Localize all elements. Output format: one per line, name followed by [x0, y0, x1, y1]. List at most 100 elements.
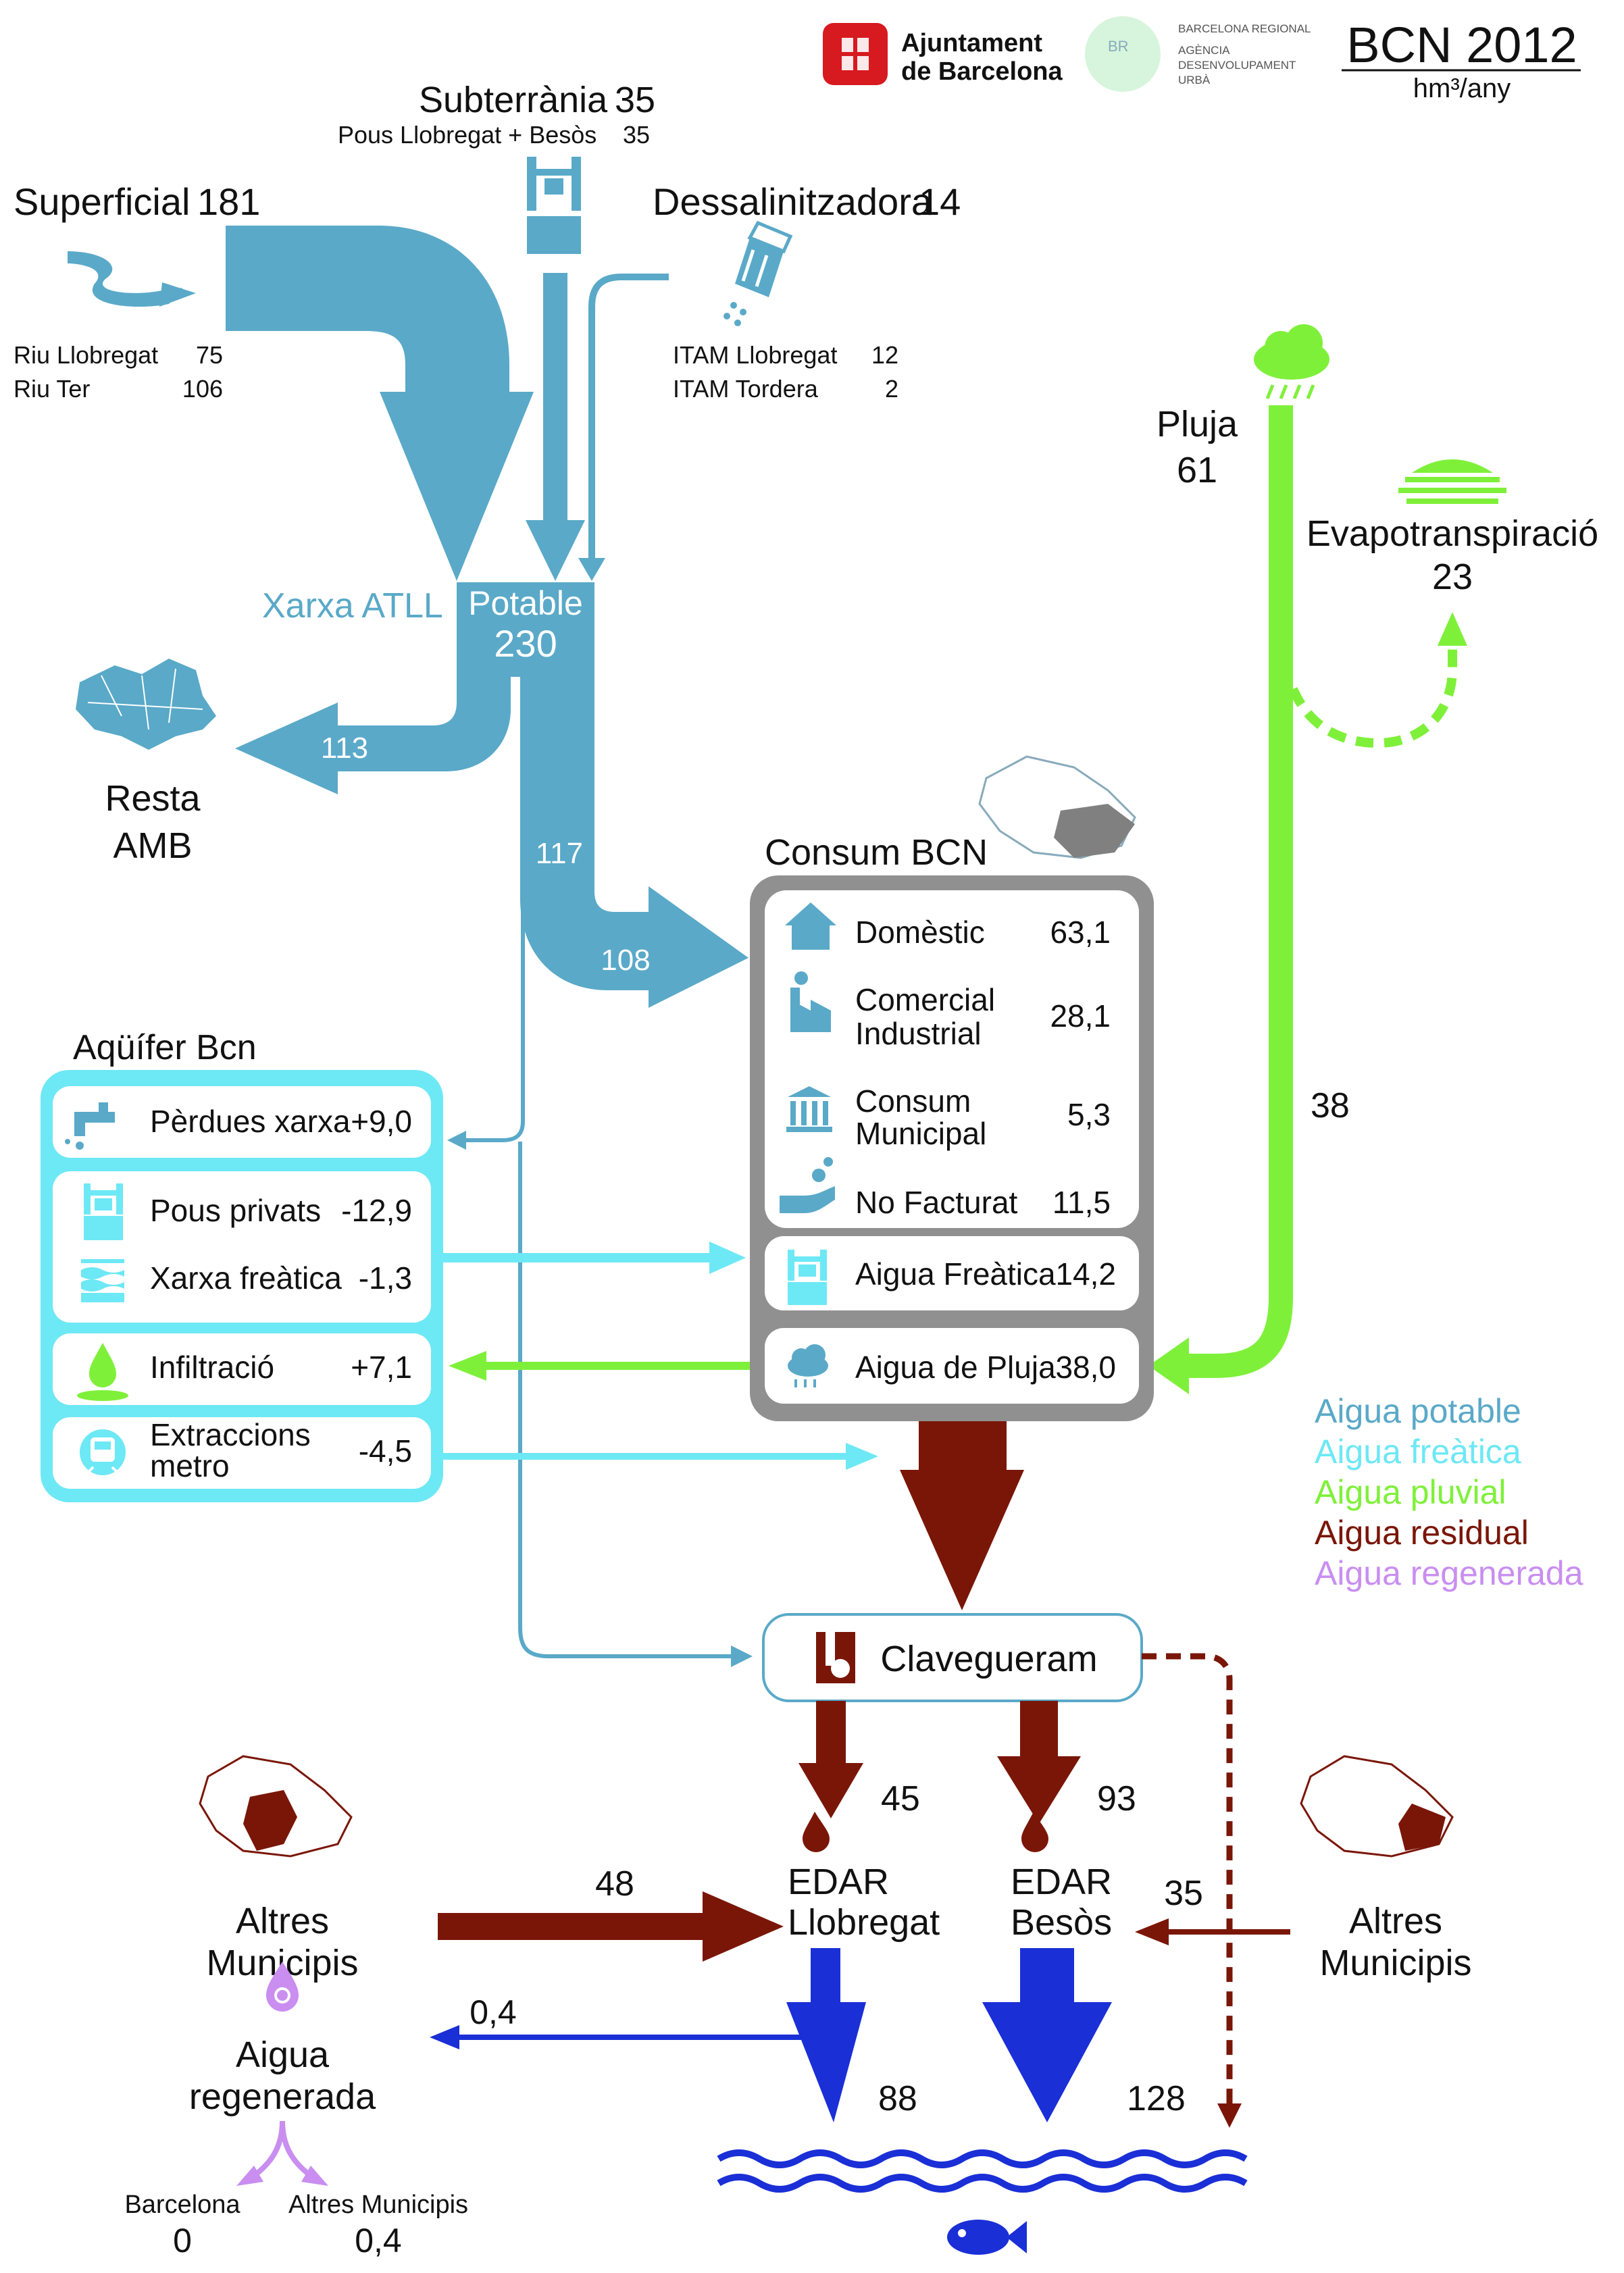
metro-line1: Extraccions [150, 1417, 311, 1452]
edar-llobregat-line1: EDAR [788, 1862, 889, 1902]
sewer-icon [816, 1632, 855, 1683]
comercial-line2: Industrial [855, 1016, 982, 1051]
resta-amb-map-icon [76, 659, 216, 750]
evapotranspiration-icon [1398, 459, 1506, 504]
flow-sewer-to-besos [997, 1701, 1081, 1824]
riu-llobregat-value: 75 [196, 341, 223, 369]
altres-right-value: 35 [1164, 1874, 1203, 1913]
sewer-to-llobregat-value: 45 [881, 1779, 920, 1818]
br-line3: DESENVOLUPAMENT [1178, 59, 1296, 72]
pous-label: Pous Llobregat + Besòs [338, 121, 597, 149]
regen-barcelona-label: Barcelona [124, 2191, 240, 2219]
consum-input-value: 108 [601, 944, 650, 977]
regenerada-line1: Aigua [236, 2035, 330, 2075]
consum-pluja-label: Aigua de Pluja [855, 1350, 1056, 1385]
flow-sewer-overflow [1142, 1653, 1233, 2108]
consum-pluja-panel [765, 1328, 1139, 1404]
consum-bcn-map-icon [978, 755, 1136, 859]
hand-water-icon [780, 1157, 835, 1213]
pous-privats-label: Pous privats [150, 1193, 321, 1228]
altres-right-line2: Municipis [1319, 1943, 1471, 1983]
itam-tordera-label: ITAM Tordera [673, 375, 819, 403]
pluja-label: Pluja [1157, 404, 1238, 444]
fish-icon [947, 2220, 1027, 2255]
regenerated-water-icon [266, 1962, 299, 2012]
altres-left-map-icon [199, 1755, 353, 1858]
rain-cloud-small-icon [788, 1344, 828, 1387]
regen-altres-value: 0,4 [355, 2222, 402, 2259]
flow-bcn [520, 677, 748, 1008]
evapotranspiracio-value: 23 [1432, 557, 1473, 597]
flow-superficial [226, 226, 534, 581]
edar-besos-line2: Besòs [1011, 1902, 1112, 1943]
municipal-value: 5,3 [1067, 1097, 1111, 1132]
nofacturat-label: No Facturat [855, 1185, 1018, 1220]
metro-train-icon [80, 1429, 126, 1475]
flow-evapotranspiracio [1288, 642, 1457, 748]
flow-besos-to-sea [982, 1948, 1112, 2122]
itam-llobregat-value: 12 [871, 341, 898, 369]
potable-node [457, 582, 594, 677]
legend-residual: Aigua residual [1315, 1514, 1529, 1552]
municipal-line1: Consum [855, 1083, 971, 1119]
legend-pluvial: Aigua pluvial [1315, 1473, 1506, 1511]
br-logo-text: BR [1108, 38, 1129, 55]
groundwater-well-icon [788, 1250, 827, 1305]
besos-out-value: 128 [1127, 2079, 1186, 2118]
house-icon [785, 902, 836, 950]
perdues-label: Pèrdues xarxa [150, 1104, 351, 1139]
regen-barcelona-value: 0 [173, 2222, 192, 2259]
bcn-value: 117 [536, 837, 583, 870]
sea-waves-icon [717, 2149, 1248, 2193]
freatica-label: Aigua Freàtica [855, 1256, 1056, 1292]
page-title: BCN 2012 [1346, 17, 1577, 73]
subterrania-label: Subterrània [419, 80, 608, 120]
resta-amb-line1: Resta [105, 778, 201, 819]
itam-llobregat-label: ITAM Llobregat [673, 341, 837, 369]
domestic-value: 63,1 [1050, 915, 1111, 950]
well-pump-icon [527, 157, 581, 254]
potable-label: Potable [468, 584, 583, 622]
flow-consum-to-sewer [900, 1421, 1024, 1610]
regenerada-line2: regenerada [189, 2076, 376, 2117]
riu-ter-label: Riu Ter [14, 375, 90, 403]
pluja-to-consum-value: 38 [1311, 1086, 1350, 1125]
edar-llobregat-line2: Llobregat [788, 1902, 940, 1943]
legend-potable: Aigua potable [1315, 1392, 1521, 1430]
river-icon [68, 251, 182, 307]
clavegueram-label: Clavegueram [880, 1639, 1097, 1679]
infiltracio-value: +7,1 [351, 1350, 412, 1385]
municipal-line2: Municipal [855, 1116, 986, 1151]
regen-altres-label: Altres Municipis [288, 2191, 468, 2219]
ajuntament-name-line1: Ajuntament [901, 29, 1042, 57]
superficial-value: 181 [197, 180, 260, 223]
br-line4: URBÀ [1178, 74, 1211, 86]
perdues-value: +9,0 [351, 1104, 412, 1139]
unit-label: hm³/any [1413, 74, 1511, 103]
edar-besos-line1: EDAR [1011, 1862, 1112, 1902]
rain-cloud-icon [1254, 324, 1329, 399]
edar-llobregat-drop-icon [803, 1812, 830, 1852]
xarxa-freatica-label: Xarxa freàtica [150, 1260, 342, 1296]
altres-right-line1: Altres [1349, 1901, 1442, 1941]
resta-amb-value: 113 [321, 732, 368, 765]
pous-privats-value: -12,9 [341, 1193, 412, 1228]
llobregat-out-value: 88 [878, 2079, 917, 2118]
flow-pluja [1175, 405, 1293, 1378]
consum-bcn-title: Consum BCN [765, 832, 988, 873]
groundwater-network-icon [81, 1259, 124, 1302]
legend-freatica: Aigua freàtica [1315, 1433, 1521, 1471]
altres-right-map-icon [1300, 1755, 1454, 1858]
consum-uses-panel [765, 890, 1139, 1228]
br-line1: BARCELONA REGIONAL [1178, 22, 1311, 35]
ajuntament-logo: Ajuntament de Barcelona [823, 23, 1063, 86]
xarxa-freatica-value: -1,3 [359, 1260, 412, 1296]
factory-icon [790, 971, 831, 1032]
aquifer-metro-panel [53, 1417, 431, 1489]
sewer-to-besos-value: 93 [1097, 1779, 1136, 1818]
xarxa-atll-label: Xarxa ATLL [262, 586, 443, 625]
desalination-icon [724, 220, 793, 326]
regenerada-flow-value: 0,4 [470, 1993, 517, 2031]
dessal-label: Dessalinitzadora [653, 180, 933, 223]
private-well-icon [84, 1183, 123, 1240]
